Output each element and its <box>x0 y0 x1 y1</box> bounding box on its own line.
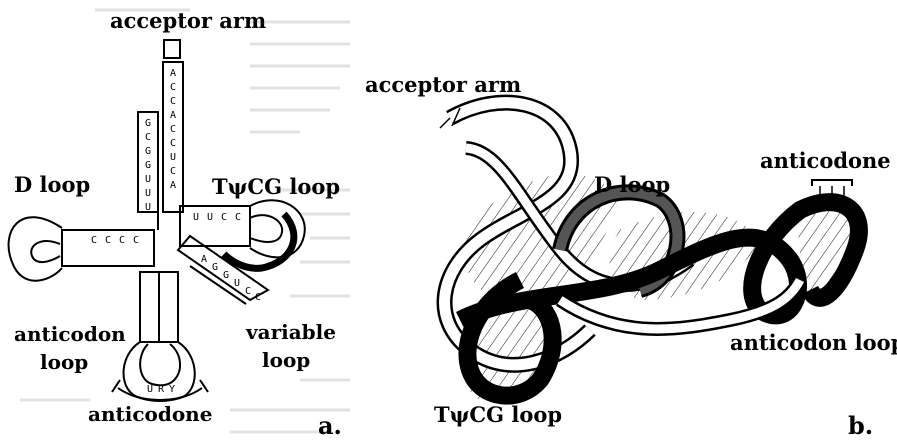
label-d-loop-b: D loop <box>594 174 670 195</box>
panel-label-b: b. <box>848 414 873 438</box>
anticodone-bracket-b <box>812 180 852 186</box>
label-acceptor-arm-b: acceptor arm <box>365 74 521 95</box>
label-tpsicg-loop-b: TψCG loop <box>434 404 562 425</box>
label-anticodone-b: anticodone <box>760 150 891 171</box>
label-anticodon-loop-b: anticodon loop <box>730 332 897 353</box>
